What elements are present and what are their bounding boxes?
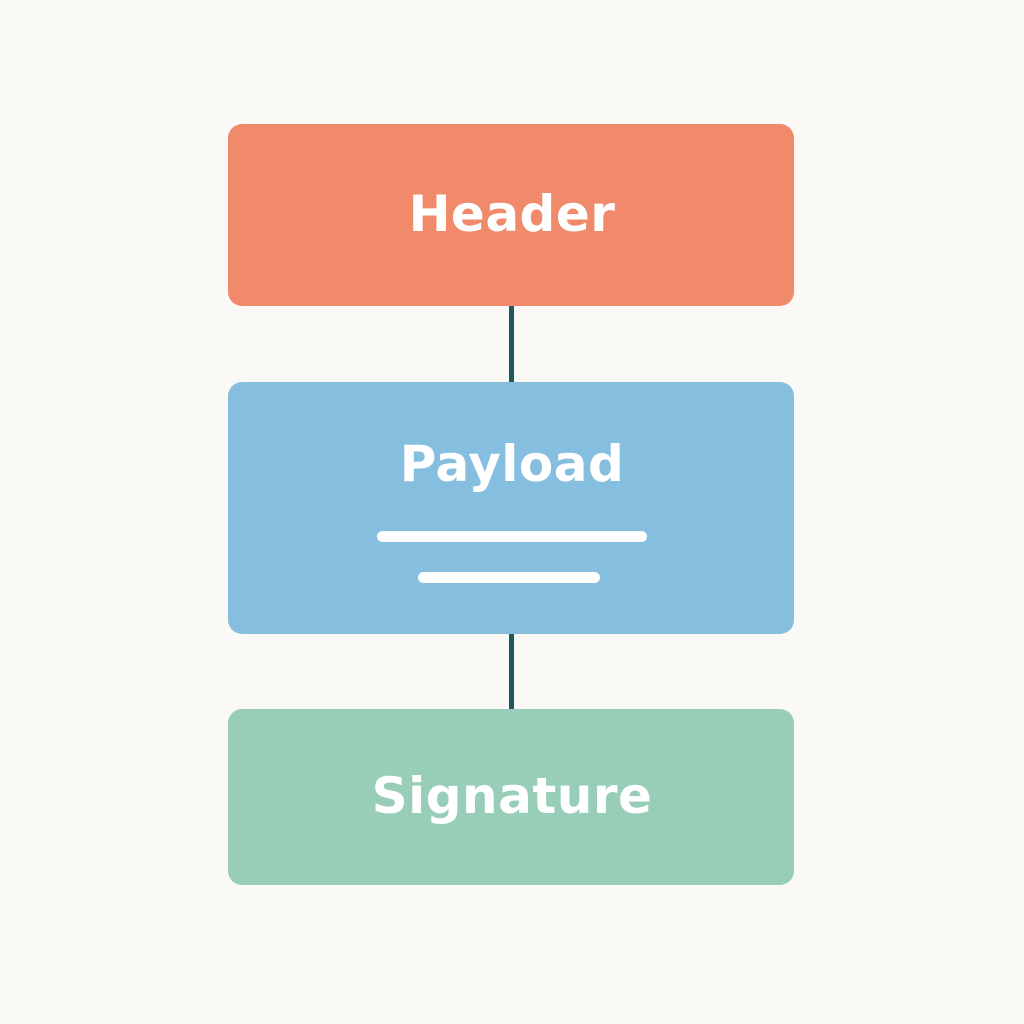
header-block: [228, 124, 794, 306]
payload-block: [228, 382, 794, 634]
header-label: Header: [408, 185, 616, 243]
payload-label: Payload: [399, 435, 625, 493]
payload-content-line: [377, 531, 647, 542]
signature-label: Signature: [371, 767, 653, 825]
payload-content-line: [418, 572, 600, 583]
signature-block: [228, 709, 794, 885]
connector-header-payload: [509, 306, 514, 382]
connector-payload-signature: [509, 634, 514, 709]
